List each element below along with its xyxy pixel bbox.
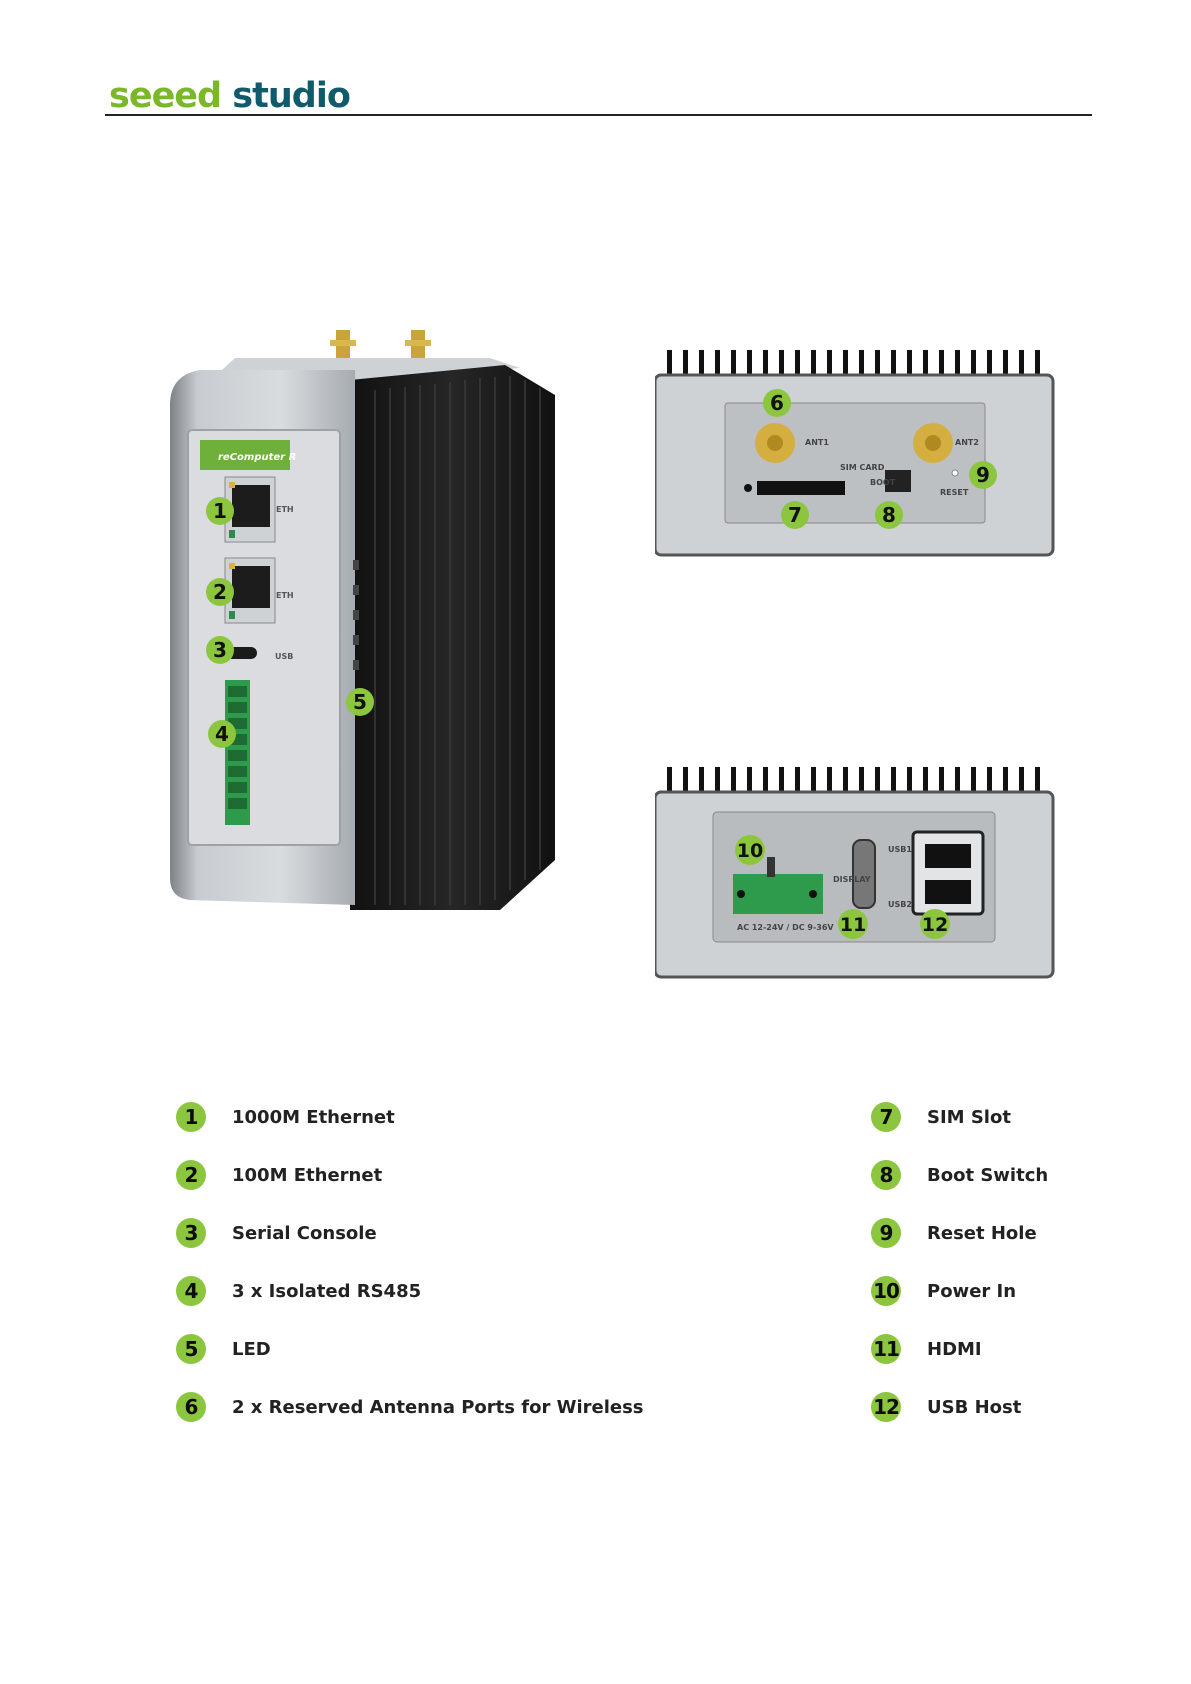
legend-badge: 12 [871, 1392, 901, 1422]
eth-label-2: ETH [276, 591, 294, 600]
legend-badge: 7 [871, 1102, 901, 1132]
antenna-port-1 [755, 423, 795, 463]
legend-label: 2 x Reserved Antenna Ports for Wireless [232, 1396, 644, 1418]
legend-label: Serial Console [232, 1222, 377, 1244]
reset-hole [951, 469, 959, 477]
legend-badge: 8 [871, 1160, 901, 1190]
svg-text:3: 3 [213, 638, 227, 662]
heatsink [350, 365, 555, 910]
legend-badge: 9 [871, 1218, 901, 1248]
sim-slot [757, 481, 845, 495]
anti-label: ANT1 [805, 438, 829, 447]
callout-7: 7 [781, 501, 809, 529]
legend-badge: 10 [871, 1276, 901, 1306]
led-indicators [353, 560, 359, 670]
callout-2: 2 [206, 578, 234, 606]
legend-label: SIM Slot [927, 1106, 1011, 1128]
svg-text:9: 9 [976, 463, 990, 487]
boot-switch [885, 470, 911, 492]
legend-label: 1000M Ethernet [232, 1106, 395, 1128]
power-connector [733, 874, 823, 914]
legend-right: 7 SIM Slot 8 Boot Switch 9 Reset Hole 10 Pow… [871, 1088, 1048, 1436]
callout-6: 6 [763, 389, 791, 417]
display-label: DISPLAY [833, 875, 871, 884]
svg-text:8: 8 [882, 503, 896, 527]
svg-text:2: 2 [213, 580, 227, 604]
callout-1: 1 [206, 497, 234, 525]
page-header: seeed studio [105, 74, 1092, 116]
callout-5: 5 [346, 688, 374, 716]
legend-badge: 5 [176, 1334, 206, 1364]
legend-label: USB Host [927, 1396, 1022, 1418]
rs485-terminal-block [225, 680, 250, 825]
legend-badge: 11 [871, 1334, 901, 1364]
legend-badge: 4 [176, 1276, 206, 1306]
seeed-studio-logo: seeed studio [109, 76, 351, 116]
legend-item: 1 1000M Ethernet [176, 1088, 644, 1146]
header-rule [105, 114, 1092, 116]
legend-item: 9 Reset Hole [871, 1204, 1048, 1262]
svg-text:6: 6 [770, 391, 784, 415]
svg-text:10: 10 [737, 840, 763, 862]
heatsink-fins-bottom [667, 767, 1040, 795]
hdmi-port [852, 839, 876, 909]
usb2-label: USB2 [888, 900, 912, 909]
callout-8: 8 [875, 501, 903, 529]
legend-item: 4 3 x Isolated RS485 [176, 1262, 644, 1320]
power-rating-label: AC 12-24V / DC 9-36V [737, 923, 834, 932]
device-top-view: ANT1 ANT2 SIM CARD BOOT RESET 6 7 8 9 [655, 350, 1055, 557]
svg-text:5: 5 [353, 690, 367, 714]
callout-9: 9 [969, 461, 997, 489]
callout-11: 11 [838, 909, 868, 939]
product-label-text: reComputer R [218, 452, 296, 463]
legend-label: 100M Ethernet [232, 1164, 383, 1186]
legend-label: 3 x Isolated RS485 [232, 1280, 422, 1302]
legend-left: 1 1000M Ethernet 2 100M Ethernet 3 Serial C… [176, 1088, 644, 1436]
device-bottom-view: AC 12-24V / DC 9-36V DISPLAY USB1 USB2 1… [655, 767, 1055, 979]
legend-label: LED [232, 1338, 271, 1360]
svg-text:4: 4 [215, 722, 229, 746]
antenna-port-2 [913, 423, 953, 463]
legend-item: 3 Serial Console [176, 1204, 644, 1262]
usb1-label: USB1 [888, 845, 912, 854]
device-front-view: reComputer R ETH ETH USB 1 2 3 4 5 [170, 330, 555, 910]
svg-text:11: 11 [840, 914, 866, 936]
heatsink-fins-top [667, 350, 1040, 378]
legend-item: 12 USB Host [871, 1378, 1048, 1436]
legend-item: 2 100M Ethernet [176, 1146, 644, 1204]
reset-label: RESET [940, 488, 969, 497]
legend-item: 6 2 x Reserved Antenna Ports for Wireless [176, 1378, 644, 1436]
legend-label: HDMI [927, 1338, 982, 1360]
legend-item: 5 LED [176, 1320, 644, 1378]
svg-text:1: 1 [213, 499, 227, 523]
heatsink-fins [374, 376, 541, 905]
boot-label: BOOT [870, 478, 896, 487]
legend-badge: 1 [176, 1102, 206, 1132]
legend-item: 10 Power In [871, 1262, 1048, 1320]
svg-text:7: 7 [788, 503, 802, 527]
legend-badge: 3 [176, 1218, 206, 1248]
ant2-label: ANT2 [955, 438, 979, 447]
legend-item: 7 SIM Slot [871, 1088, 1048, 1146]
product-label-strip [200, 440, 290, 470]
callout-3: 3 [206, 636, 234, 664]
usb-label: USB [275, 652, 293, 661]
legend-badge: 2 [176, 1160, 206, 1190]
legend-label: Reset Hole [927, 1222, 1037, 1244]
legend-item: 8 Boot Switch [871, 1146, 1048, 1204]
legend-label: Power In [927, 1280, 1017, 1302]
usb-host-ports [911, 830, 985, 916]
callout-10: 10 [735, 835, 765, 865]
callout-12: 12 [920, 909, 950, 939]
sim-card-label: SIM CARD [840, 463, 885, 472]
callout-4: 4 [208, 720, 236, 748]
eth-label-1: ETH [276, 505, 294, 514]
svg-text:12: 12 [922, 914, 948, 936]
legend-item: 11 HDMI [871, 1320, 1048, 1378]
legend-badge: 6 [176, 1392, 206, 1422]
legend-label: Boot Switch [927, 1164, 1049, 1186]
